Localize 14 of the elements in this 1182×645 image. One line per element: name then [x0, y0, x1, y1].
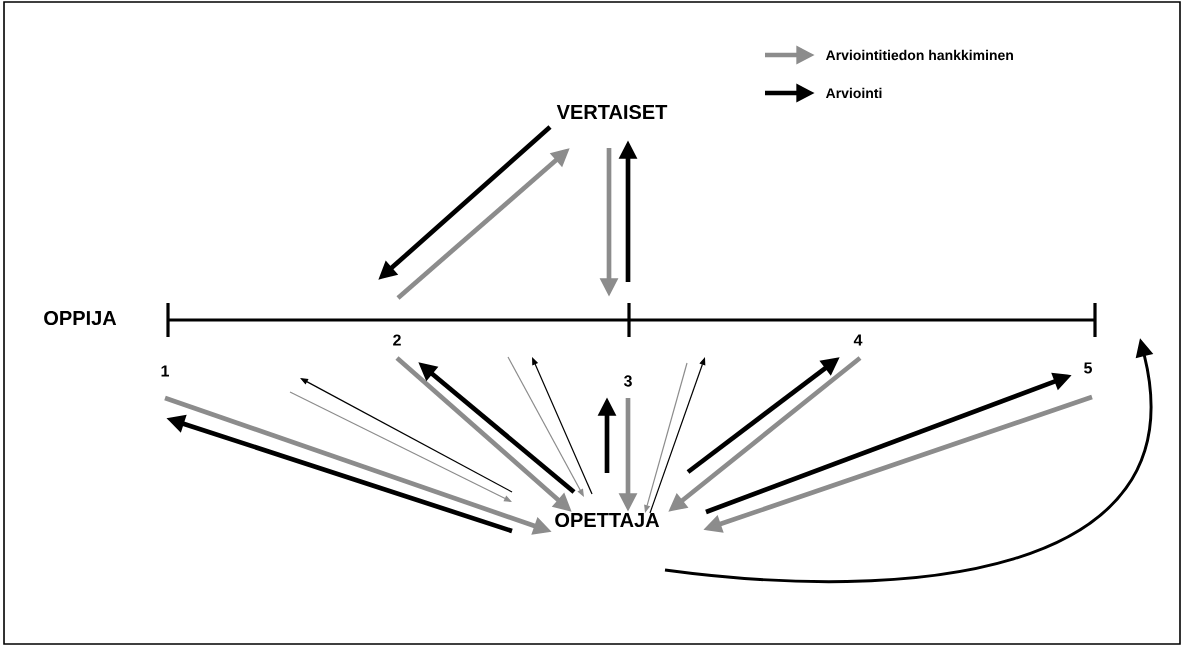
node-label: 1 [161, 365, 169, 377]
node-label: 4 [853, 334, 863, 346]
legend-label: Arviointitiedon hankkiminen [825, 49, 1013, 61]
node-label: 3 [623, 375, 632, 387]
node-label: VERTAISET [556, 104, 668, 120]
legend-label: Arviointi [825, 87, 882, 99]
arrow [532, 357, 593, 495]
node-label: OPETTAJA [555, 512, 660, 528]
node-label: 5 [1084, 362, 1092, 374]
arrow [300, 378, 513, 493]
arrow [289, 391, 512, 502]
node-label: 2 [393, 334, 401, 346]
arrow [507, 356, 584, 497]
node-label: OPPIJA [44, 310, 117, 326]
